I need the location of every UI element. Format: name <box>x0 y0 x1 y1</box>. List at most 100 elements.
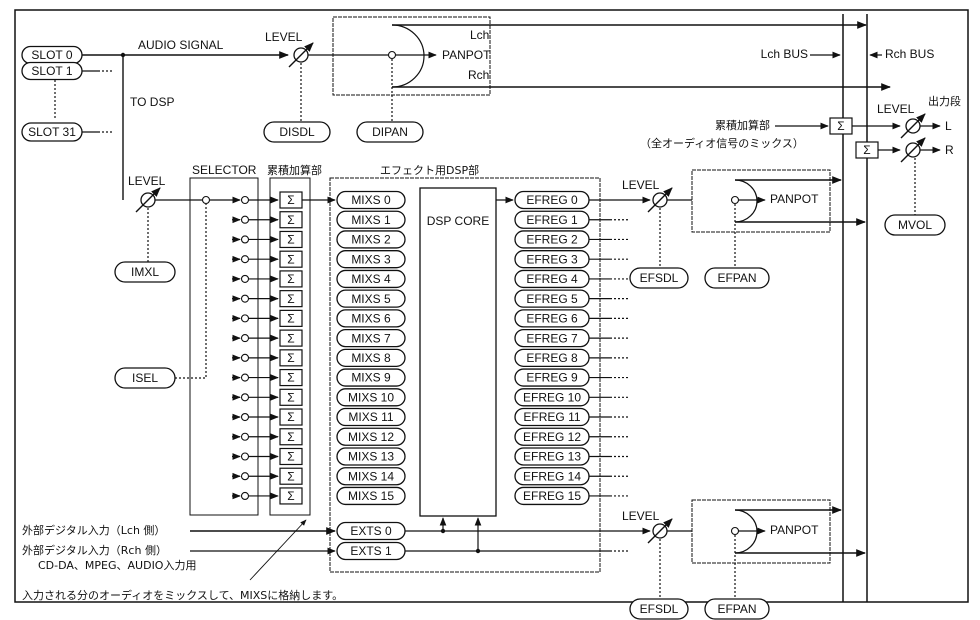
exts-1-pill-label: EXTS 1 <box>350 544 392 558</box>
external-lch-label: 外部デジタル入力（Lch 側） <box>22 523 165 537</box>
sigma-box-11 <box>279 408 303 426</box>
mixs-5-pill-label: MIXS 5 <box>351 292 391 306</box>
mixs-3-pill <box>336 250 406 269</box>
mixs-6-pill <box>336 309 406 328</box>
sigma-box-7 <box>279 329 303 347</box>
sigma-box-0-symbol: Σ <box>287 193 294 207</box>
mixs-6-pill-label: MIXS 6 <box>351 312 391 326</box>
slot-0-pill-label: SLOT 0 <box>31 48 72 62</box>
sigma-box-14 <box>279 467 303 485</box>
efreg-0-pill-label: EFREG 0 <box>526 193 578 207</box>
output-l-label: L <box>945 119 952 133</box>
input-level-label: LEVEL <box>128 174 166 188</box>
selector-node-2 <box>240 235 250 244</box>
sigma-box-13-symbol: Σ <box>287 450 294 464</box>
isel-pill-label: ISEL <box>132 371 158 385</box>
efreg-15-pill-label: EFREG 15 <box>523 489 581 503</box>
output-sigma-l-symbol: Σ <box>837 119 844 133</box>
efreg-4-pill-label: EFREG 4 <box>526 272 578 286</box>
direct-lch-label: Lch <box>470 28 489 42</box>
sigma-box-4 <box>279 270 303 288</box>
mixs-9-pill <box>336 368 406 387</box>
selector-node-7 <box>240 334 250 343</box>
sigma-box-5 <box>279 290 303 308</box>
output-r-label: R <box>945 143 954 157</box>
mixs-14-pill <box>336 467 406 486</box>
selector-node-1 <box>240 215 250 224</box>
sigma-box-14-symbol: Σ <box>287 469 294 483</box>
imxl-pill-label: IMXL <box>131 265 159 279</box>
effect-upper-efsdl-pill <box>629 267 689 289</box>
efreg-8-pill-label: EFREG 8 <box>526 351 578 365</box>
accumulator-note-sublabel: （全オーディオ信号のミックス） <box>640 136 804 150</box>
efreg-10-pill-label: EFREG 10 <box>523 390 581 404</box>
sigma-box-3 <box>279 250 303 268</box>
sigma-box-11-symbol: Σ <box>287 410 294 424</box>
selector-node-3 <box>240 255 250 264</box>
selector-node-13 <box>240 452 250 461</box>
mixs-10-pill <box>336 388 406 407</box>
disdl-pill <box>263 121 331 143</box>
selector-node-0 <box>240 195 250 205</box>
mixs-12-pill <box>336 427 406 446</box>
effect-upper-efsdl-pill-label: EFSDL <box>640 271 679 285</box>
output-stage-label: 出力段 <box>928 94 961 108</box>
sigma-box-6 <box>279 309 303 327</box>
selector-node-10 <box>240 393 250 402</box>
sigma-box-15-symbol: Σ <box>287 489 294 503</box>
sigma-box-10-symbol: Σ <box>287 390 294 404</box>
effect-lower-efpan-pill-label: EFPAN <box>717 602 756 616</box>
external-use-label: CD-DA、MPEG、AUDIO入力用 <box>38 559 196 572</box>
efreg-13-pill-label: EFREG 13 <box>523 450 581 464</box>
exts-0-pill <box>336 521 406 541</box>
master-level-label: LEVEL <box>877 102 915 116</box>
effect-lower-level-label: LEVEL <box>622 509 660 523</box>
mixs-0-pill-label: MIXS 0 <box>351 193 391 207</box>
mixs-3-pill-label: MIXS 3 <box>351 252 391 266</box>
mixs-15-pill <box>336 486 406 506</box>
mixs-7-pill <box>336 328 406 348</box>
mix-note-pointer <box>249 519 307 581</box>
sigma-box-9-symbol: Σ <box>287 371 294 385</box>
sigma-box-2 <box>279 230 303 249</box>
mixs-1-pill-label: MIXS 1 <box>351 213 391 227</box>
mixs-4-pill-label: MIXS 4 <box>351 272 391 286</box>
efreg-1-pill-label: EFREG 1 <box>526 213 578 227</box>
master-level-r-knob-arrow-icon <box>900 137 926 163</box>
sigma-box-9 <box>279 368 303 387</box>
effect-lower-efsdl-pill-label: EFSDL <box>640 602 679 616</box>
selector-node-6 <box>240 314 250 323</box>
effect-upper-pan-arc <box>734 179 758 223</box>
selector-node-11 <box>240 412 250 422</box>
selector-node-5 <box>240 294 250 303</box>
slot-31-pill-label: SLOT 31 <box>28 125 76 139</box>
sigma-box-7-symbol: Σ <box>287 331 294 345</box>
lch-bus-label: Lch BUS <box>761 47 808 61</box>
mixs-1-pill <box>336 210 406 229</box>
dipan-pill <box>356 121 424 143</box>
mixs-13-pill <box>336 447 406 466</box>
effect-upper-efpan-pill-label: EFPAN <box>717 271 756 285</box>
slot-1-pill-label: SLOT 1 <box>31 64 72 78</box>
selector-label: SELECTOR <box>192 163 257 177</box>
dipan-pill-label: DIPAN <box>372 125 408 139</box>
sigma-box-12 <box>279 428 303 446</box>
efreg-6-pill-label: EFREG 6 <box>526 312 578 326</box>
selector-box <box>189 177 259 516</box>
direct-level-label: LEVEL <box>265 30 303 44</box>
mvol-pill-label: MVOL <box>898 218 932 232</box>
effect-upper-pan-node <box>730 195 740 205</box>
mixs-11-pill-label: MIXS 11 <box>348 410 393 424</box>
mixs-12-pill-label: MIXS 12 <box>348 430 394 444</box>
mixs-0-pill <box>336 190 406 210</box>
sigma-box-2-symbol: Σ <box>287 233 294 247</box>
mixs-4-pill <box>336 269 406 289</box>
output-sigma-r-symbol: Σ <box>863 143 870 157</box>
direct-level-knob-arrow-icon <box>288 42 314 68</box>
efreg-2-pill-label: EFREG 2 <box>526 233 578 247</box>
mix-note-label: 入力される分のオーディオをミックスして、MIXSに格納します。 <box>22 588 343 602</box>
effect-upper-efpan-pill <box>704 267 770 289</box>
efreg-14-pill-label: EFREG 14 <box>523 469 581 483</box>
